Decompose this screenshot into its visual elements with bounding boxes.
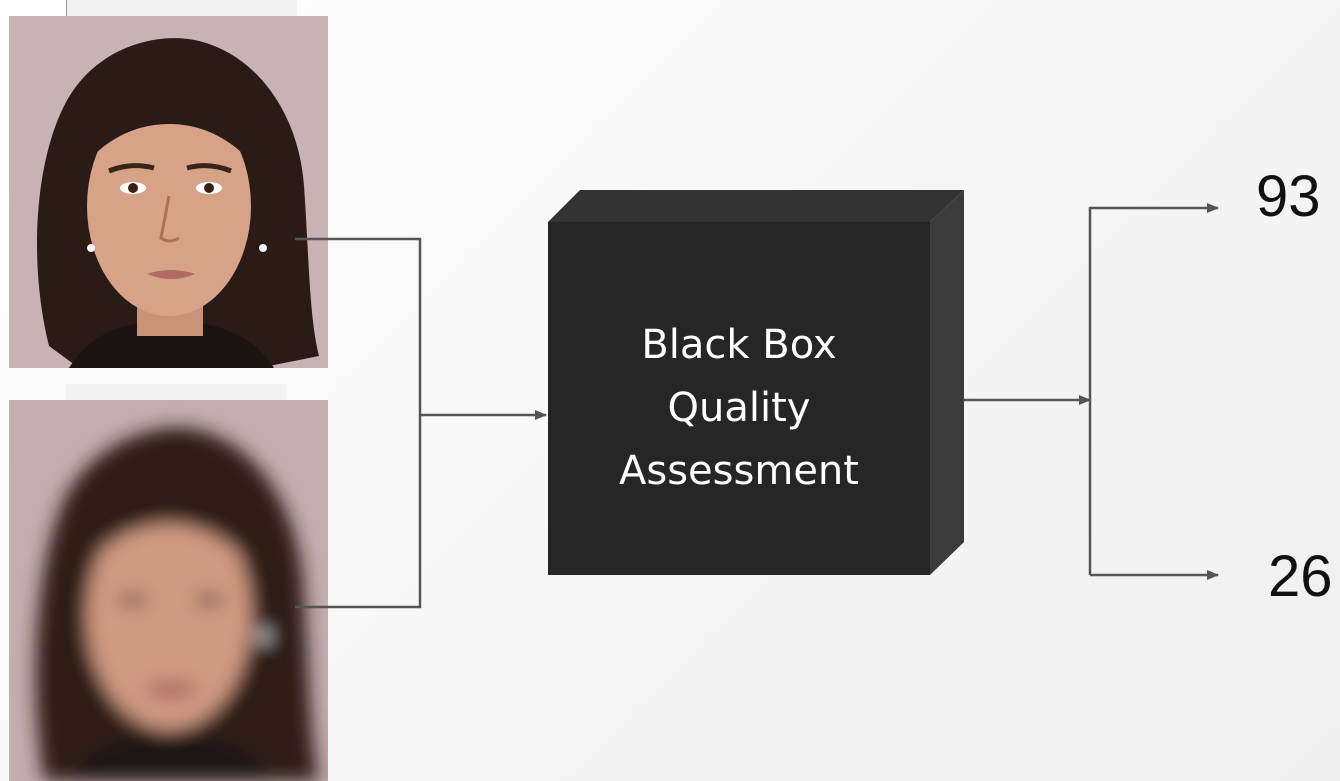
sharp-face-illustration — [9, 16, 328, 368]
scan-strip-decoration — [66, 384, 286, 400]
black-box-side-face — [930, 190, 964, 575]
scan-strip-decoration — [66, 0, 297, 16]
black-box-front-face — [548, 222, 930, 575]
black-box-label: Black Box Quality Assessment — [548, 314, 930, 503]
black-box — [548, 190, 964, 575]
black-box-top-face — [548, 190, 964, 222]
black-box-label-line: Black Box — [641, 322, 837, 368]
sharp-face-image — [9, 16, 328, 368]
low-quality-score: 26 — [1268, 544, 1333, 609]
blurred-face-image — [9, 400, 328, 781]
black-box-label-line: Quality — [667, 385, 811, 431]
blurred-face-illustration — [9, 400, 328, 781]
black-box-label-line: Assessment — [619, 448, 859, 494]
input-merge-line — [295, 237, 422, 609]
high-quality-score: 93 — [1256, 164, 1321, 229]
